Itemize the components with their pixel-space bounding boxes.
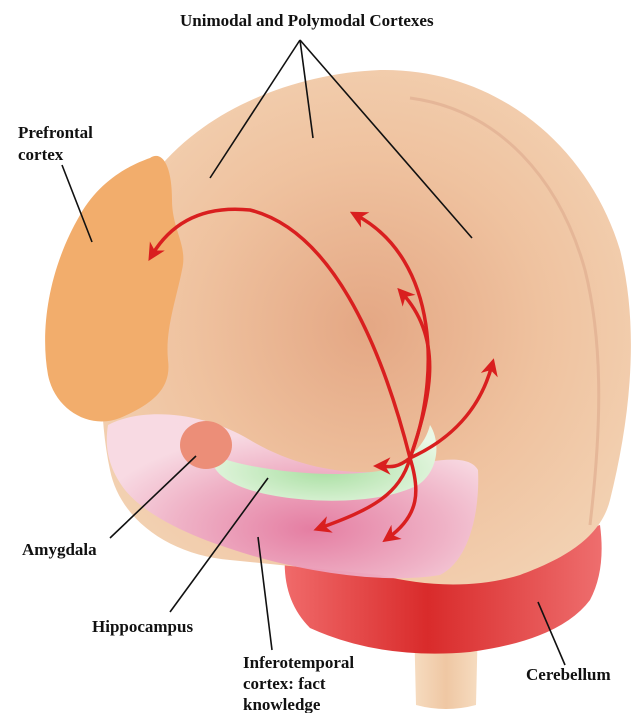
label-title: Unimodal and Polymodal Cortexes	[180, 11, 434, 30]
label-amygdala: Amygdala	[22, 540, 97, 559]
label-inferotemporal-1: Inferotemporal	[243, 653, 354, 672]
label-inferotemporal-3: knowledge	[243, 695, 321, 713]
label-prefrontal-2: cortex	[18, 145, 64, 164]
label-cerebellum: Cerebellum	[526, 665, 611, 684]
prefrontal-cortex	[45, 156, 183, 422]
label-prefrontal-1: Prefrontal	[18, 123, 93, 142]
label-hippocampus: Hippocampus	[92, 617, 193, 636]
label-inferotemporal-2: cortex: fact	[243, 674, 326, 693]
amygdala	[180, 421, 232, 469]
